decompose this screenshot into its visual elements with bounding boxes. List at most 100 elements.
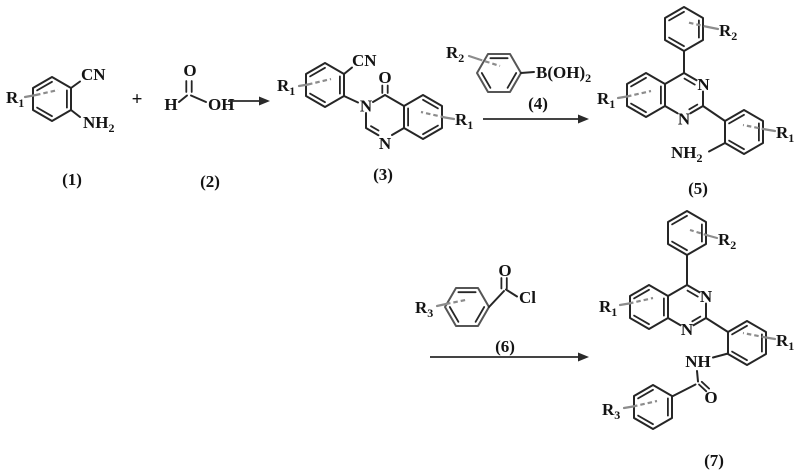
o-label: O bbox=[183, 61, 196, 80]
aromatic-double-bonds bbox=[407, 98, 439, 136]
nh-label: NH bbox=[685, 352, 711, 371]
r1-label: R1 bbox=[277, 76, 295, 98]
r1-label: R1 bbox=[599, 297, 617, 319]
r1b-label: R1 bbox=[776, 123, 794, 145]
cyanophenyl-ring bbox=[305, 62, 345, 108]
amidophenyl-ring bbox=[727, 320, 767, 366]
aromatic-double-bonds bbox=[480, 57, 518, 89]
r3-attachment-hash bbox=[445, 298, 469, 306]
n3-label: N bbox=[360, 97, 373, 116]
cn-label: CN bbox=[352, 51, 377, 70]
n3-label: N bbox=[697, 75, 710, 94]
benzo-ring bbox=[626, 72, 666, 118]
cn-label: CN bbox=[81, 65, 106, 84]
top-aryl-ring bbox=[664, 6, 704, 52]
r2-attachment-hash bbox=[689, 228, 709, 237]
r1b-attachment bbox=[443, 116, 456, 121]
r1b-attachment bbox=[764, 336, 777, 341]
r1-attachment-hash bbox=[626, 89, 652, 98]
reagent-6: R3 O Cl (6) bbox=[415, 261, 536, 356]
compound-3-number: (3) bbox=[373, 165, 393, 184]
benzene-ring bbox=[32, 76, 72, 122]
r1-attachment bbox=[616, 95, 629, 100]
pyrimidinone-ring bbox=[365, 94, 405, 137]
r1-label: R1 bbox=[597, 89, 615, 111]
pyrimidine-ring bbox=[664, 72, 704, 115]
plus-sign: + bbox=[132, 89, 143, 110]
aromatic-double-bonds bbox=[309, 66, 341, 104]
r1-attachment bbox=[297, 83, 310, 88]
carbonyl-double-bond bbox=[185, 80, 193, 93]
r3-label: R3 bbox=[415, 298, 433, 320]
carbonyl-double-bond bbox=[500, 277, 508, 290]
n3-label: N bbox=[700, 287, 713, 306]
c-n-double-bonds bbox=[683, 77, 699, 111]
carbonyl-aryl-bond bbox=[672, 383, 697, 397]
benzene-ring bbox=[444, 287, 490, 327]
r1b-label: R1 bbox=[776, 331, 794, 353]
compound-2: H O OH (2) bbox=[164, 61, 234, 191]
reaction-arrow-1 bbox=[228, 96, 270, 106]
r3-attachment-hash bbox=[632, 399, 658, 408]
r1b-attachment-hash bbox=[742, 331, 767, 339]
c4-o-double-bond bbox=[381, 84, 389, 94]
r1-attachment bbox=[23, 93, 38, 99]
aromatic-double-bonds bbox=[448, 291, 486, 323]
aryl-nh-bond bbox=[712, 352, 729, 359]
cl-label: Cl bbox=[519, 288, 536, 307]
r2-label: R2 bbox=[718, 230, 736, 252]
reagent-6-number: (6) bbox=[495, 337, 515, 356]
r2-attachment bbox=[467, 54, 480, 61]
r3-attachment bbox=[622, 405, 635, 410]
benzene-ring bbox=[476, 53, 522, 93]
boronic-bond bbox=[520, 71, 535, 74]
boronic-acid-label: B(OH)2 bbox=[536, 63, 591, 85]
h-label: H bbox=[164, 95, 177, 114]
c-cl-bond bbox=[505, 288, 518, 298]
compound-5-number: (5) bbox=[688, 179, 708, 198]
n1-label: N bbox=[379, 134, 392, 153]
oh-label: OH bbox=[208, 95, 234, 114]
compound-1-number: (1) bbox=[62, 170, 82, 189]
r3-label: R3 bbox=[602, 400, 620, 422]
aromatic-double-bonds bbox=[36, 80, 68, 118]
compound-7: R2 R1 N N R1 NH O R3 (7) bbox=[599, 210, 794, 470]
r1-attachment-hash bbox=[628, 296, 654, 305]
benzoyl-ring bbox=[633, 384, 673, 430]
reagent-4-number: (4) bbox=[528, 94, 548, 113]
n1-label: N bbox=[681, 320, 694, 339]
nh2-label: NH2 bbox=[671, 143, 703, 165]
o-label: O bbox=[378, 68, 391, 87]
compound-5: R2 R1 N N R1 NH2 (5) bbox=[597, 6, 794, 198]
amine-bond bbox=[70, 109, 81, 118]
r1-attachment-hash bbox=[307, 77, 332, 86]
reaction-arrow-2 bbox=[483, 114, 589, 124]
aromatic-double-bonds bbox=[633, 288, 665, 326]
aromatic-double-bonds bbox=[728, 113, 760, 151]
c-n-double-bonds bbox=[686, 289, 702, 323]
c-oh-bond bbox=[190, 94, 207, 103]
reagent-4: R2 B(OH)2 (4) bbox=[446, 43, 591, 113]
nh2-label: NH2 bbox=[83, 113, 115, 135]
aromatic-double-bonds bbox=[731, 324, 763, 362]
compound-2-number: (2) bbox=[200, 172, 220, 191]
r2-label: R2 bbox=[719, 21, 737, 43]
pyrimidine-ring bbox=[667, 284, 707, 327]
cyano-bond bbox=[343, 66, 353, 75]
amine-bond bbox=[708, 142, 726, 153]
o-label: O bbox=[704, 388, 717, 407]
reaction-arrow-3 bbox=[430, 352, 589, 362]
compound-1: R1 CN NH2 (1) bbox=[6, 65, 115, 189]
aromatic-double-bonds bbox=[668, 10, 700, 48]
r2-attachment bbox=[706, 25, 720, 31]
r1-attachment bbox=[618, 302, 631, 307]
benzo-ring bbox=[403, 94, 443, 140]
c2-n1-double bbox=[370, 125, 380, 132]
n3-aryl-bond bbox=[343, 95, 359, 104]
r3-attachment bbox=[435, 302, 448, 308]
compound-3: R1 CN O N N R1 (3) bbox=[277, 51, 473, 184]
nh-carbonyl-bond bbox=[696, 370, 699, 383]
n1-label: N bbox=[678, 110, 691, 129]
